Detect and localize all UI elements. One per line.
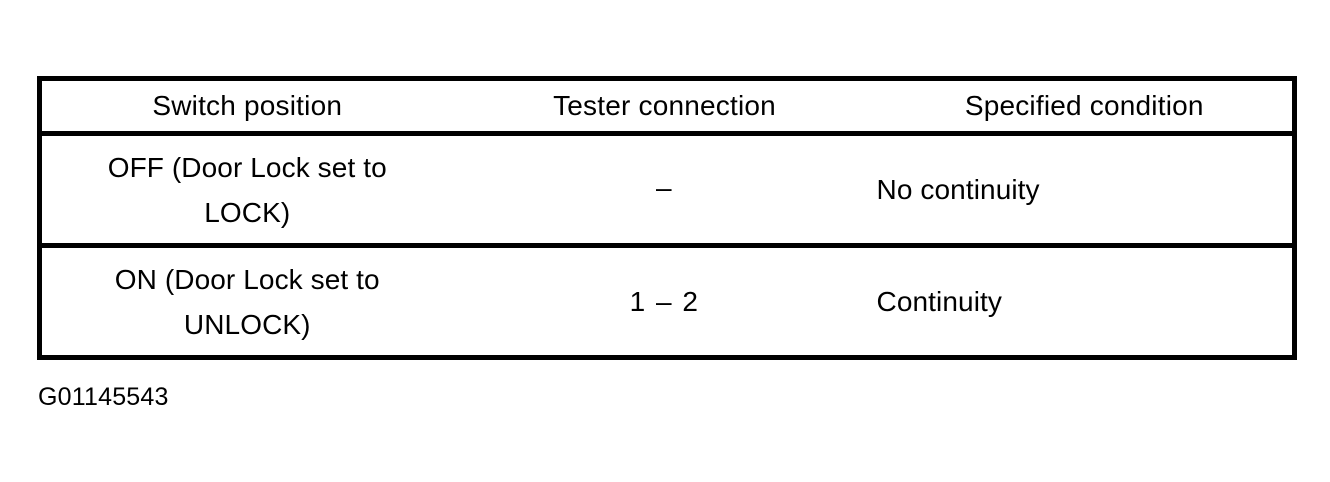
tester-connection-value: –: [655, 171, 674, 203]
switch-position-line-2: UNLOCK): [183, 308, 311, 340]
cell-switch-position: ON (Door Lock set to UNLOCK): [39, 245, 453, 358]
table-header-row: Switch position Tester connection Specif…: [39, 78, 1295, 136]
cell-specified-condition: Continuity: [876, 245, 1295, 358]
column-header-switch-position: Switch position: [39, 78, 453, 136]
cell-specified-condition: No continuity: [876, 133, 1295, 248]
table-row: OFF (Door Lock set to LOCK) – No continu…: [39, 133, 1295, 248]
column-header-tester-connection: Tester connection: [452, 78, 877, 136]
cell-tester-connection: 1 – 2: [452, 245, 877, 358]
specification-table: Switch position Tester connection Specif…: [37, 76, 1297, 360]
table-row: ON (Door Lock set to UNLOCK) 1 – 2 Conti…: [39, 245, 1295, 358]
cell-tester-connection: –: [452, 133, 877, 248]
cell-switch-position: OFF (Door Lock set to LOCK): [39, 133, 453, 248]
switch-position-line-1: OFF (Door Lock set to: [107, 151, 387, 183]
column-header-specified-condition: Specified condition: [876, 78, 1295, 136]
switch-position-line-1: ON (Door Lock set to: [114, 263, 380, 295]
figure-caption: G01145543: [38, 383, 169, 411]
switch-position-line-2: LOCK): [204, 196, 291, 228]
